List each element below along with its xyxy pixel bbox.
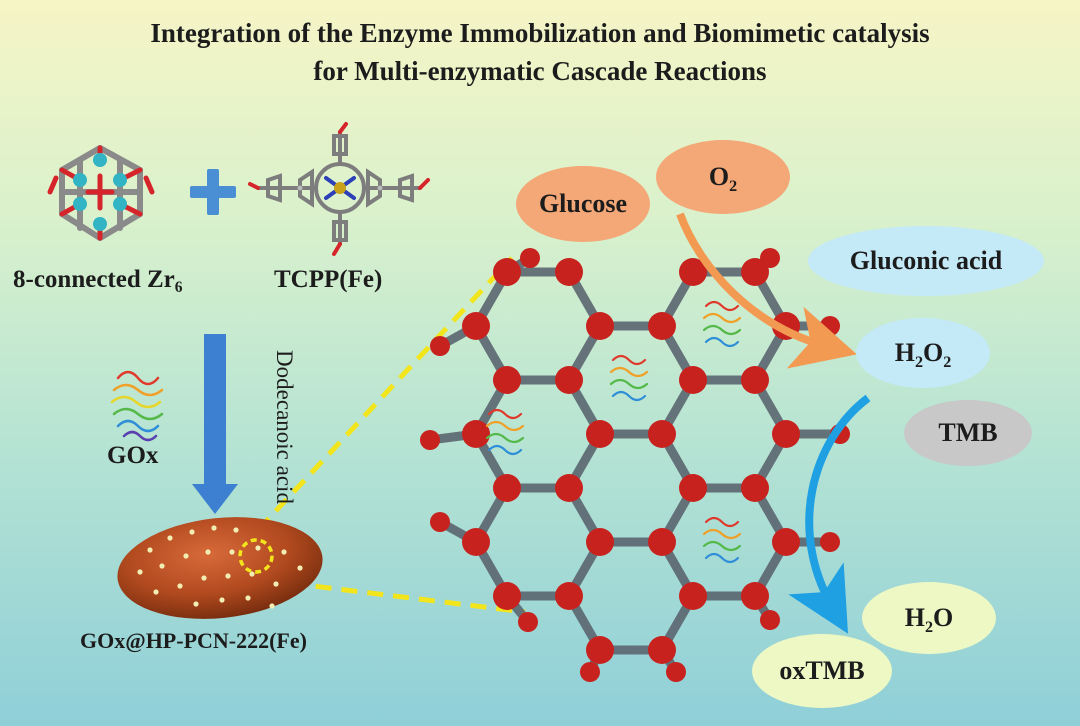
zr6-label-text: 8-connected Zr bbox=[13, 266, 175, 293]
tcpp-label: TCPP(Fe) bbox=[274, 266, 383, 293]
tcpp-fe-molecule-icon bbox=[248, 122, 430, 256]
composite-label: GOx@HP-PCN-222(Fe) bbox=[80, 628, 307, 653]
dodecanoic-acid-label: Dodecanoic acid bbox=[272, 350, 297, 504]
glucose-label: Glucose bbox=[538, 189, 628, 218]
tmb-label: TMB bbox=[938, 418, 998, 447]
oxtmb-label: oxTMB bbox=[779, 656, 865, 685]
mof-framework bbox=[420, 248, 850, 682]
oxtmb-bubble: oxTMB bbox=[752, 634, 892, 708]
o2-bubble: O2 bbox=[656, 140, 790, 214]
plus-icon bbox=[190, 169, 236, 215]
h2o-label: H2O bbox=[904, 603, 954, 636]
gluconic-acid-bubble: Gluconic acid bbox=[808, 226, 1044, 296]
o2-label: O2 bbox=[708, 162, 738, 195]
zr6-label-subscript: 6 bbox=[174, 279, 183, 297]
title-line-2: for Multi-enzymatic Cascade Reactions bbox=[313, 56, 767, 86]
h2o-bubble: H2O bbox=[862, 582, 996, 654]
tmb-bubble: TMB bbox=[904, 400, 1032, 466]
glucose-bubble: Glucose bbox=[516, 166, 650, 242]
zr6-label: 8-connected Zr6 bbox=[13, 266, 183, 297]
h2o2-bubble: H2O2 bbox=[856, 318, 990, 388]
encapsulated-gox-icon bbox=[485, 300, 742, 564]
gluconic-acid-label: Gluconic acid bbox=[849, 246, 1003, 275]
h2o2-to-oxtmb-arrow bbox=[788, 394, 871, 634]
title-line-1: Integration of the Enzyme Immobilization… bbox=[150, 18, 930, 48]
zr6-cluster-icon bbox=[47, 145, 155, 241]
zoom-projection-lines bbox=[256, 256, 526, 615]
h2o2-label: H2O2 bbox=[894, 338, 952, 371]
gox-enzyme-icon bbox=[110, 370, 164, 442]
composite-particle-icon bbox=[117, 517, 323, 619]
synthesis-down-arrow bbox=[192, 334, 238, 514]
glucose-to-h2o2-arrow bbox=[676, 212, 857, 369]
gox-label: GOx bbox=[107, 442, 159, 469]
